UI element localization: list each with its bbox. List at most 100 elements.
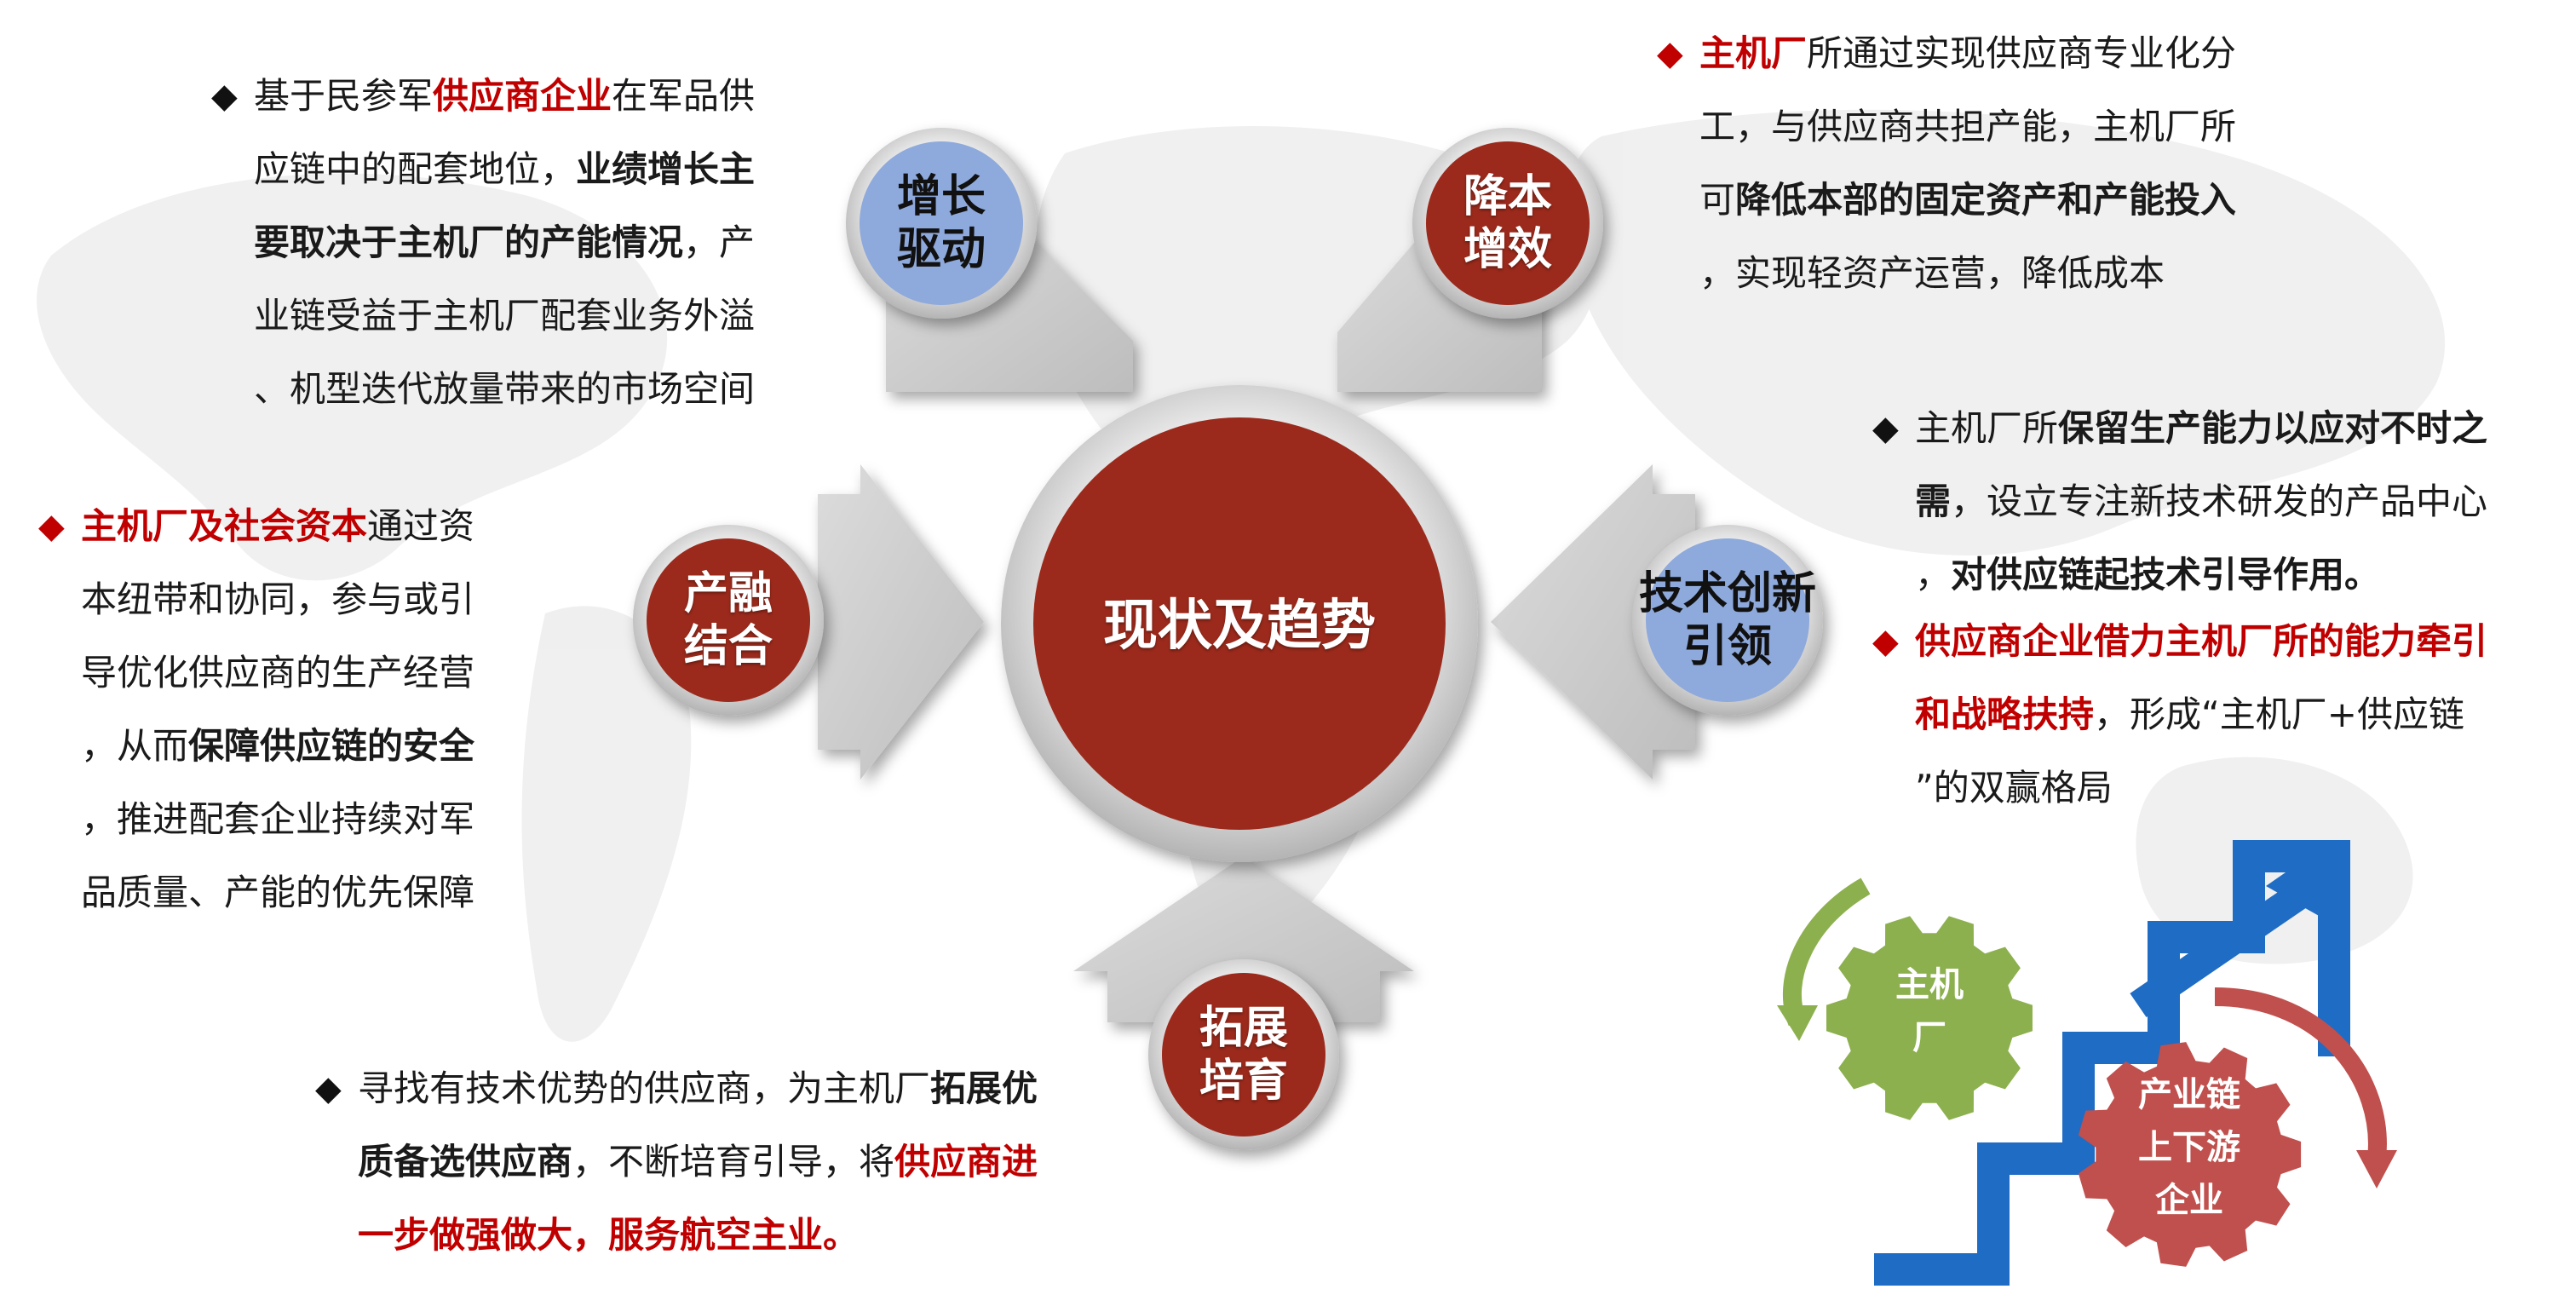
text-industry-finance: ◆主机厂及社会资本通过资本纽带和协同，参与或引导优化供应商的生产经营，从而保障供… xyxy=(38,490,558,929)
text-line: 应链中的配套地位，业绩增长主 xyxy=(254,133,850,206)
node-growth-circle xyxy=(846,128,1037,319)
text-line: ”的双赢格局 xyxy=(1915,751,2571,825)
highlight-bold-text: 质备选供应商 xyxy=(358,1141,573,1183)
node-label-line: 拓展 xyxy=(1199,1003,1288,1054)
node-finance-circle xyxy=(633,525,824,716)
node-innovation-label: 技术创新引领 xyxy=(1617,567,1838,673)
body-text: 本纽带和协同，参与或引 xyxy=(81,578,475,620)
body-text: ，产 xyxy=(683,222,756,263)
text-line: 主机厂所通过实现供应商专业化分 xyxy=(1699,17,2347,90)
text-line: ，实现轻资产运营，降低成本 xyxy=(1699,237,2347,310)
gear-label-line: 产业链 xyxy=(2138,1075,2240,1114)
text-line: 工，与供应商共担产能，主机厂所 xyxy=(1699,90,2347,164)
node-cost-label: 降本增效 xyxy=(1397,170,1619,276)
node-label-line: 降本 xyxy=(1463,171,1552,222)
highlight-bold-text: 对供应链起技术引导作用。 xyxy=(1951,554,2381,596)
text-line: 品质量、产能的优先保障 xyxy=(81,856,558,929)
text-growth-driver: ◆基于民参军供应商企业在军品供应链中的配套地位，业绩增长主要取决于主机厂的产能情… xyxy=(211,60,850,426)
text-line: 供应商企业借力主机厂所的能力牵引 xyxy=(1915,605,2571,678)
highlight-bold-text: 降低本部的固定资产和产能投入 xyxy=(1735,179,2237,221)
node-innovation-circle xyxy=(1632,525,1823,716)
text-line: 和战略扶持，形成“主机厂+供应链 xyxy=(1915,678,2571,751)
text-line: 主机厂所保留生产能力以应对不时之 xyxy=(1915,392,2571,465)
node-label-line: 增效 xyxy=(1463,224,1552,275)
body-text: ， xyxy=(1915,554,1952,596)
gear-label-line: 主机 xyxy=(1895,965,1964,1004)
text-line: 本纽带和协同，参与或引 xyxy=(81,563,558,636)
body-text: ，设立专注新技术研发的产品中心 xyxy=(1951,480,2488,522)
diamond-bullet-icon: ◆ xyxy=(1872,409,1899,448)
diamond-bullet-icon: ◆ xyxy=(38,507,65,546)
diamond-bullet-icon: ◆ xyxy=(315,1069,342,1108)
gear-chain-icon xyxy=(2078,1042,2302,1267)
gear-label-line: 上下游 xyxy=(2138,1128,2240,1167)
body-text: 、机型迭代放量带来的市场空间 xyxy=(254,368,756,410)
gear-oem-icon xyxy=(1826,916,2033,1120)
node-label-line: 增长 xyxy=(896,171,986,222)
node-finance-label: 产融结合 xyxy=(618,567,839,673)
text-tech-innovation-2: ◆ 供应商企业借力主机厂所的能力牵引和战略扶持，形成“主机厂+供应链 ”的双赢格局 xyxy=(1872,605,2571,825)
text-line: 可降低本部的固定资产和产能投入 xyxy=(1699,164,2347,237)
cycle-arrow-red-icon xyxy=(2214,987,2397,1188)
highlight-bold-text: 业绩增长主 xyxy=(576,148,756,190)
highlight-red-text: 供应商企业借力主机厂所的能力牵引 xyxy=(1915,620,2488,662)
diamond-bullet-icon: ◆ xyxy=(211,77,238,116)
center-label: 现状及趋势 xyxy=(1103,595,1376,658)
text-cost-reduction: ◆主机厂所通过实现供应商专业化分工，与供应商共担产能，主机厂所可降低本部的固定资… xyxy=(1657,17,2347,310)
node-growth-label: 增长驱动 xyxy=(831,170,1052,276)
node-label-line: 产融 xyxy=(683,568,773,619)
node-expand-label: 拓展培育 xyxy=(1133,1002,1354,1108)
highlight-red-text: 主机厂 xyxy=(1699,32,1808,74)
body-text: ，形成“主机厂+供应链 xyxy=(2094,693,2464,735)
highlight-red-text: 供应商企业 xyxy=(433,75,612,117)
highlight-bold-text: 需 xyxy=(1915,480,1952,522)
body-text: 工，与供应商共担产能，主机厂所 xyxy=(1699,106,2237,147)
node-label-line: 结合 xyxy=(683,621,773,672)
node-label-line: 引领 xyxy=(1682,621,1772,672)
text-line: 质备选供应商，不断培育引导，将供应商进 xyxy=(358,1125,1159,1199)
text-line: 一步做强做大，服务航空主业。 xyxy=(358,1199,1159,1272)
body-text: 通过资 xyxy=(367,505,475,547)
body-text: ，推进配套企业持续对军 xyxy=(81,798,475,840)
text-line: 主机厂及社会资本通过资 xyxy=(81,490,558,563)
text-expand-cultivate: ◆ 寻找有技术优势的供应商，为主机厂拓展优质备选供应商，不断培育引导，将供应商进一… xyxy=(315,1052,1159,1272)
body-text: 主机厂所 xyxy=(1915,407,2059,449)
body-text: 应链中的配套地位， xyxy=(254,148,577,190)
body-text: ”的双赢格局 xyxy=(1915,767,2113,808)
node-cost-circle xyxy=(1412,128,1603,319)
body-text: 可 xyxy=(1699,179,1736,221)
arrow-bottom xyxy=(1073,856,1414,1022)
body-text: 品质量、产能的优先保障 xyxy=(81,872,475,913)
text-line: ，对供应链起技术引导作用。 xyxy=(1915,538,2571,612)
text-line: 业链受益于主机厂配套业务外溢 xyxy=(254,279,850,353)
text-line: 要取决于主机厂的产能情况，产 xyxy=(254,206,850,279)
arrow-left xyxy=(818,464,984,780)
node-label-line: 培育 xyxy=(1199,1056,1288,1107)
body-text: ，从而 xyxy=(81,725,189,767)
arrow-right xyxy=(1491,464,1695,780)
highlight-bold-text: 拓展优 xyxy=(930,1067,1038,1109)
node-label-line: 驱动 xyxy=(896,224,986,275)
text-line: 、机型迭代放量带来的市场空间 xyxy=(254,353,850,426)
highlight-bold-text: 要取决于主机厂的产能情况 xyxy=(254,222,684,263)
body-text: 在军品供 xyxy=(612,75,756,117)
node-expand-circle xyxy=(1148,959,1339,1150)
highlight-red-text: 供应商进 xyxy=(894,1141,1038,1183)
text-line: 需，设立专注新技术研发的产品中心 xyxy=(1915,465,2571,538)
highlight-red-text: 一步做强做大，服务航空主业。 xyxy=(358,1214,860,1256)
gear-oem-label: 主机厂 xyxy=(1836,958,2023,1064)
gear-label-line: 企业 xyxy=(2155,1181,2223,1220)
body-text: 基于民参军 xyxy=(254,75,434,117)
highlight-bold-text: 保障供应链的安全 xyxy=(188,725,475,767)
highlight-bold-text: 保留生产能力以应对不时之 xyxy=(2058,407,2488,449)
text-line: 寻找有技术优势的供应商，为主机厂拓展优 xyxy=(358,1052,1159,1125)
text-line: ，推进配套企业持续对军 xyxy=(81,783,558,856)
text-line: 基于民参军供应商企业在军品供 xyxy=(254,60,850,133)
body-text: 所通过实现供应商专业化分 xyxy=(1807,32,2237,74)
cycle-arrow-green-icon xyxy=(1777,878,1871,1041)
diamond-bullet-icon: ◆ xyxy=(1657,34,1683,73)
node-label-line: 技术创新 xyxy=(1638,568,1816,619)
body-text: 业链受益于主机厂配套业务外溢 xyxy=(254,295,756,337)
diamond-bullet-icon: ◆ xyxy=(1872,622,1899,661)
